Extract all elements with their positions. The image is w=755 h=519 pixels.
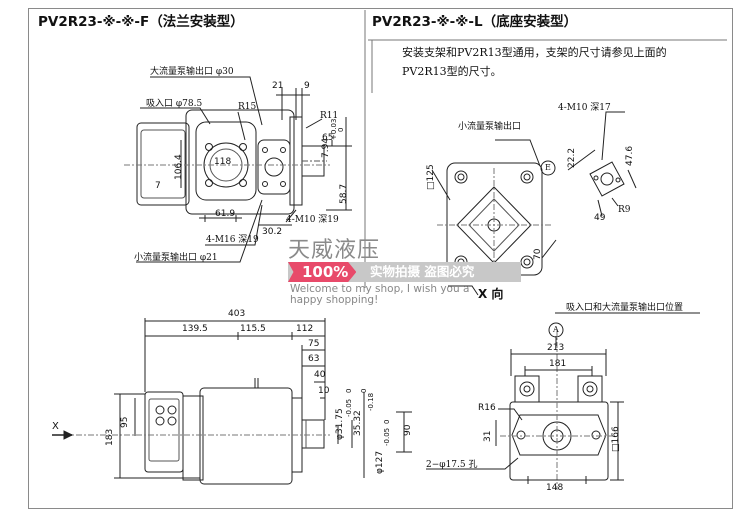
suction-label: 吸入口 φ78.5 xyxy=(146,99,203,109)
x-view-label: X 向 xyxy=(478,287,504,301)
dim-70: 70 xyxy=(533,248,543,260)
large-outlet-label: 大流量泵输出口 φ30 xyxy=(150,67,234,77)
e-circle xyxy=(540,160,556,176)
note-line-2: PV2R13型的尺寸。 xyxy=(402,65,502,78)
dim-7: 7 xyxy=(155,181,161,191)
e-mark: E xyxy=(545,163,551,172)
watermark-english: Welcome to my shop, I wish you a happy s… xyxy=(290,283,470,306)
side-view-drawing xyxy=(52,318,412,485)
a-circle xyxy=(548,322,564,338)
r9-label: R9 xyxy=(618,205,631,215)
dim-49: 49 xyxy=(594,213,606,223)
dim-213: 213 xyxy=(547,343,565,353)
dim-90: 90 xyxy=(403,424,413,436)
flange-title: PV2R23-※-※-F（法兰安装型） xyxy=(38,14,244,30)
holes-label: 2−φ17.5 孔 xyxy=(426,460,478,470)
dim-95: 95 xyxy=(120,416,130,428)
dim-127: φ127 xyxy=(375,450,385,474)
x-arrow-label: X xyxy=(52,421,59,432)
dim-115-5: 115.5 xyxy=(240,324,266,334)
dim-139-5: 139.5 xyxy=(182,324,208,334)
dim-10: 10 xyxy=(318,386,330,396)
m10-deep17-label: 4-M10 深17 xyxy=(558,103,611,113)
dim-127-tol-up: 0 xyxy=(383,419,391,424)
dim-127-tol-dn: -0.05 xyxy=(383,427,391,446)
dim-40: 40 xyxy=(314,370,326,380)
dim-58-7: 58.7 xyxy=(339,183,349,204)
dim-65: 65 xyxy=(322,133,334,143)
dim-403: 403 xyxy=(228,309,246,319)
dim-106-4: 106.4 xyxy=(174,154,184,180)
dim-125: □125 xyxy=(426,164,436,190)
dim-47-6: 47.6 xyxy=(625,145,635,166)
dim-63: 63 xyxy=(308,354,320,364)
dim-r16: R16 xyxy=(478,403,496,413)
dim-35-32: 35.32 xyxy=(353,410,363,436)
dim-30-2: 30.2 xyxy=(262,227,283,237)
flange-view-drawing xyxy=(124,76,352,263)
m16-label: 4-M16 深19 xyxy=(206,235,259,245)
dim-31: 31 xyxy=(483,430,493,442)
small-outlet-label-base: 小流量泵输出口 xyxy=(458,122,522,132)
dim-21: 21 xyxy=(272,81,284,91)
a-mark: A xyxy=(553,325,559,334)
dim-181: 181 xyxy=(549,359,567,369)
r11-label: R11 xyxy=(320,111,339,121)
suction-position-label: 吸入口和大流量泵输出口位置 xyxy=(566,303,684,313)
r15-label: R15 xyxy=(238,102,257,112)
small-outlet-label: 小流量泵输出口 φ21 xyxy=(134,253,218,263)
dim-35-32-tol-dn: -0.18 xyxy=(367,392,375,411)
note-line-1: 安装支架和PV2R13型通用，支架的尺寸请参见上面的 xyxy=(402,46,667,59)
dim-9: 9 xyxy=(304,81,310,91)
dim-112: 112 xyxy=(296,324,314,334)
dim-183: 183 xyxy=(105,428,115,446)
base-title: PV2R23-※-※-L（底座安装型） xyxy=(372,14,578,30)
dim-7-94-tol-dn: 0 xyxy=(337,127,345,132)
watermark-slogan: 实物拍摄 盗图必究 xyxy=(370,264,475,279)
dim-22-2: 22.2 xyxy=(567,147,577,168)
dim-148: 148 xyxy=(546,483,564,493)
watermark-percent-badge: 100% xyxy=(288,262,357,282)
dim-61-9: 61.9 xyxy=(215,209,236,219)
end-view-drawing xyxy=(426,312,700,490)
dim-118: 118 xyxy=(214,157,232,167)
dim-7-94: 7.94 xyxy=(321,137,331,158)
dim-31-75-tol-dn: -0.05 xyxy=(345,398,353,417)
watermark-brand: 天威液压 xyxy=(288,238,381,263)
dim-75: 75 xyxy=(308,339,320,349)
dim-31-75-tol-up: 0 xyxy=(345,388,353,393)
m10-label: 4-M10 深19 xyxy=(286,215,339,225)
dim-166: □166 xyxy=(611,426,621,452)
dim-31-75: φ31.75 xyxy=(335,408,345,440)
